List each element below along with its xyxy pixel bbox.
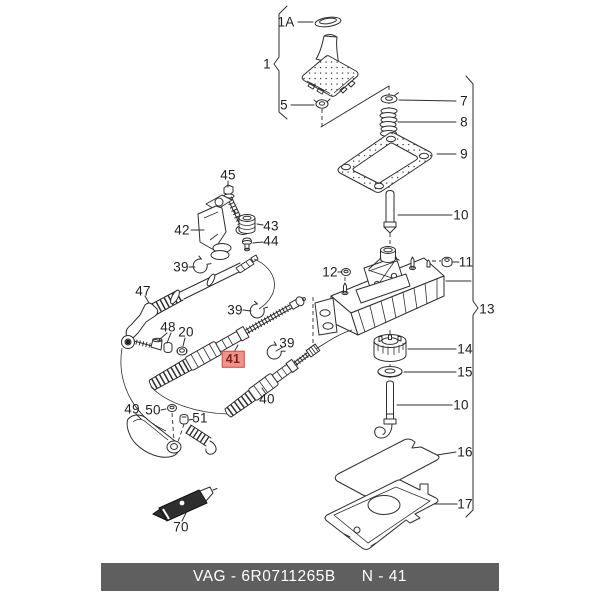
callout-48[interactable]: 48	[160, 319, 176, 335]
housing-ribs	[358, 279, 437, 332]
callout-39c[interactable]: 39	[279, 335, 295, 351]
nut-50	[168, 405, 177, 412]
boot-frame-9	[338, 133, 432, 193]
callout-44[interactable]: 44	[263, 233, 279, 249]
selector-cable-41[interactable]	[147, 292, 309, 392]
part-code: VAG - 6R0711265B	[193, 568, 336, 585]
callout-13[interactable]: 13	[479, 301, 495, 317]
bushing-48-a	[151, 338, 162, 350]
push-rod-10-upper	[384, 191, 396, 234]
callout-47[interactable]: 47	[135, 283, 151, 299]
bushing-48-b	[164, 343, 172, 353]
callout-42[interactable]: 42	[174, 222, 190, 238]
callout-1A[interactable]: 1A	[277, 14, 295, 30]
callout-12[interactable]: 12	[322, 264, 338, 280]
callout-43[interactable]: 43	[263, 218, 279, 234]
grease-tube-70	[153, 487, 217, 521]
washer-7	[381, 93, 399, 103]
washer-15	[378, 367, 402, 378]
clip-39-c	[265, 341, 287, 363]
callout-49[interactable]: 49	[124, 401, 140, 417]
cover-plate-16	[335, 439, 439, 496]
callout-45[interactable]: 45	[220, 167, 236, 183]
group-bracket-1	[274, 6, 287, 119]
castle-bushing-14	[374, 335, 406, 362]
nut-11	[442, 257, 452, 266]
clip-39-b	[249, 301, 268, 320]
base-gasket-17	[325, 480, 438, 550]
callout-50[interactable]: 50	[145, 402, 161, 418]
callout-15[interactable]: 15	[457, 364, 473, 380]
callout-39b[interactable]: 39	[227, 302, 243, 318]
relay-lever-47	[122, 303, 158, 349]
shift-knob	[302, 34, 358, 96]
housing-studs	[342, 257, 430, 295]
bolt-51	[180, 415, 188, 425]
spring-8	[380, 108, 397, 137]
grommet-43	[239, 215, 255, 234]
lever-49	[127, 415, 216, 457]
assembly-centerlines	[172, 86, 441, 442]
nut-12	[342, 269, 351, 276]
callout-10b[interactable]: 10	[453, 397, 469, 413]
callout-11[interactable]: 11	[458, 254, 474, 270]
callout-41[interactable]: 41	[221, 350, 245, 368]
callout-5[interactable]: 5	[280, 97, 288, 113]
leader-lines	[136, 22, 471, 521]
nut-20	[177, 347, 187, 355]
clip-39-a	[191, 255, 212, 276]
callout-70[interactable]: 70	[173, 519, 189, 535]
shifter-housing	[315, 247, 444, 336]
page-ref: N - 41	[361, 568, 407, 585]
callout-7[interactable]: 7	[460, 93, 468, 109]
callout-20[interactable]: 20	[178, 324, 194, 340]
callout-40[interactable]: 40	[259, 391, 275, 407]
group-bracket-13	[466, 76, 478, 517]
knob-clip-5	[314, 99, 330, 108]
housing-foot	[315, 298, 337, 335]
callout-14[interactable]: 14	[457, 341, 473, 357]
callout-17[interactable]: 17	[457, 496, 473, 512]
cable-routing-curves	[121, 259, 352, 431]
callout-10a[interactable]: 10	[453, 207, 469, 223]
callout-51[interactable]: 51	[192, 410, 208, 426]
callout-9[interactable]: 9	[460, 146, 468, 162]
knob-cap-1A	[315, 16, 342, 29]
callout-8[interactable]: 8	[460, 114, 468, 130]
push-rod-10-lower	[375, 381, 396, 438]
shift-cable-40	[223, 342, 322, 420]
pin-44	[243, 238, 252, 251]
callout-16[interactable]: 16	[457, 444, 473, 460]
part-number-bar: VAG - 6R0711265B N - 41	[101, 563, 499, 591]
housing-tower	[356, 247, 410, 304]
callout-39a[interactable]: 39	[173, 259, 189, 275]
callout-1[interactable]: 1	[263, 56, 271, 72]
